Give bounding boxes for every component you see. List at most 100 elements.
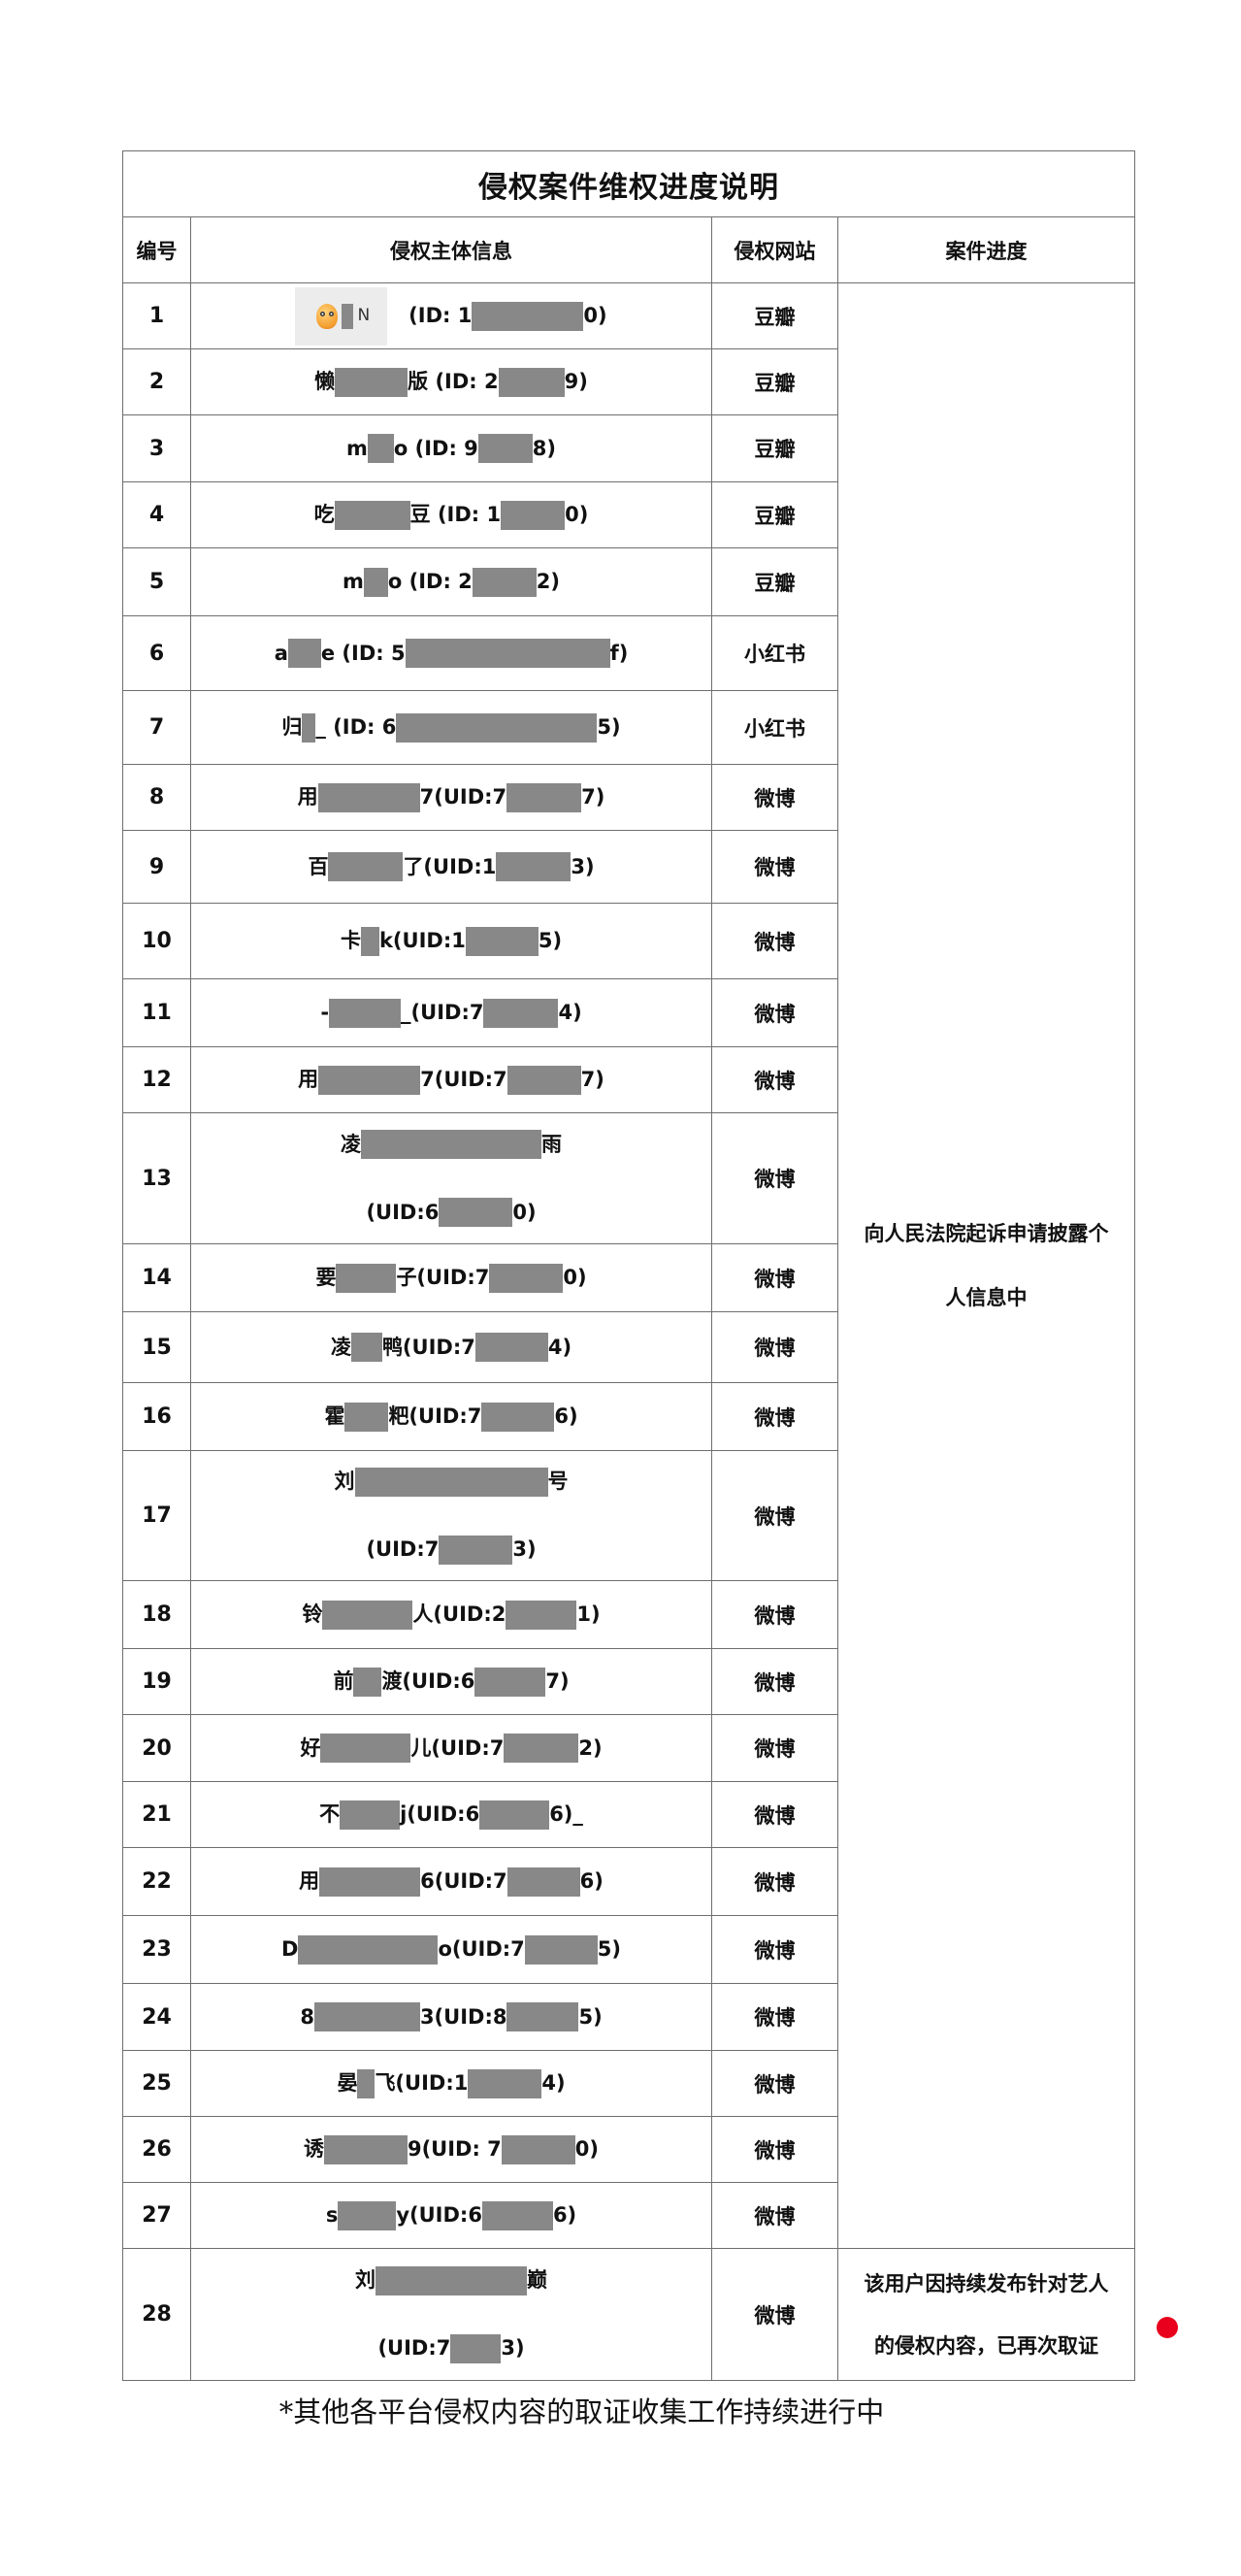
redaction-block bbox=[350, 1333, 382, 1362]
redaction-block bbox=[329, 998, 402, 1028]
redaction-block bbox=[376, 2265, 527, 2295]
subject-line: 刘号 bbox=[191, 1467, 711, 1497]
subject-text: 鸭(UID:7 bbox=[381, 1335, 475, 1359]
infringing-site: 微博 bbox=[711, 1112, 838, 1244]
subject-text: a bbox=[274, 641, 288, 665]
subject-text: 6) bbox=[554, 1404, 578, 1428]
infringing-site: 微博 bbox=[711, 1847, 838, 1916]
subject-text: 5) bbox=[578, 2004, 603, 2029]
subject-text: 2) bbox=[536, 570, 560, 593]
subject-text: 7) bbox=[581, 785, 605, 809]
redaction-block bbox=[313, 2002, 420, 2031]
redaction-block bbox=[439, 1198, 513, 1227]
redaction-block bbox=[405, 639, 610, 668]
redaction-block bbox=[357, 2068, 376, 2098]
row-number: 3 bbox=[122, 414, 191, 482]
row-number: 8 bbox=[122, 764, 191, 831]
subject-text: 用 bbox=[298, 1068, 319, 1091]
subject-text: 7) bbox=[580, 1068, 604, 1091]
redaction-block bbox=[506, 2002, 579, 2031]
redaction-block bbox=[318, 1065, 421, 1095]
subject-text: 霍 bbox=[324, 1404, 345, 1428]
row-number: 22 bbox=[122, 1847, 191, 1916]
subject-text: D bbox=[281, 1937, 299, 1961]
case-progress: 该用户因持续发布针对艺人的侵权内容，已再次取证 bbox=[837, 2248, 1135, 2381]
footer-note: *其他各平台侵权内容的取证收集工作持续进行中 bbox=[278, 2395, 885, 2428]
infringing-site: 微博 bbox=[711, 1382, 838, 1451]
redaction-block bbox=[334, 500, 410, 530]
subject-text: 0) bbox=[583, 304, 607, 327]
infringing-site: 微博 bbox=[711, 903, 838, 979]
row-number: 10 bbox=[122, 903, 191, 979]
subject-text: m bbox=[345, 436, 368, 460]
infringing-site: 豆瓣 bbox=[711, 481, 838, 548]
infringing-site: 微博 bbox=[711, 1243, 838, 1312]
subject-text: 5) bbox=[597, 1937, 621, 1961]
redaction-block bbox=[338, 2200, 397, 2230]
infringing-site: 豆瓣 bbox=[711, 348, 838, 415]
chip-text: N bbox=[357, 306, 371, 325]
subject-text: 6(UID:7 bbox=[420, 1869, 507, 1893]
redaction-block bbox=[506, 1600, 577, 1630]
redaction-block bbox=[367, 434, 394, 463]
row-number: 1 bbox=[122, 282, 191, 349]
subject-text: 刘 bbox=[334, 1470, 355, 1493]
redaction-block bbox=[354, 1467, 548, 1497]
subject-text: 要 bbox=[315, 1266, 337, 1289]
row-number: 24 bbox=[122, 1983, 191, 2051]
redaction-block bbox=[479, 1800, 550, 1830]
redaction-block bbox=[472, 301, 584, 331]
subject-line: 凌雨 bbox=[191, 1130, 711, 1159]
subject-text: y(UID:6 bbox=[396, 2203, 482, 2227]
subject-text: 0) bbox=[565, 503, 589, 526]
subject-text: e (ID: 5 bbox=[320, 641, 406, 665]
row-number: 9 bbox=[122, 830, 191, 904]
redaction-block bbox=[361, 1130, 541, 1159]
redaction-block bbox=[504, 1734, 579, 1763]
infringing-site: 豆瓣 bbox=[711, 282, 838, 349]
redaction-block bbox=[335, 367, 408, 397]
infringing-site: 微博 bbox=[711, 2182, 838, 2249]
infringing-site: 微博 bbox=[711, 978, 838, 1047]
redaction-block bbox=[450, 2333, 502, 2363]
subject-text: _ (ID: 6 bbox=[315, 715, 397, 739]
subject-text: (UID:7 bbox=[377, 2336, 451, 2360]
redaction-block bbox=[481, 1402, 555, 1432]
redaction-block bbox=[506, 1065, 581, 1095]
row-number: 7 bbox=[122, 690, 191, 765]
redaction-block bbox=[474, 1333, 548, 1362]
infringing-site: 小红书 bbox=[711, 690, 838, 765]
infringing-site: 微博 bbox=[711, 2116, 838, 2183]
subject-text: 3(UID:8 bbox=[419, 2004, 507, 2029]
redaction-block bbox=[396, 712, 598, 743]
subject-text: 6) bbox=[552, 2203, 577, 2227]
subject-text: 用 bbox=[299, 1869, 320, 1893]
